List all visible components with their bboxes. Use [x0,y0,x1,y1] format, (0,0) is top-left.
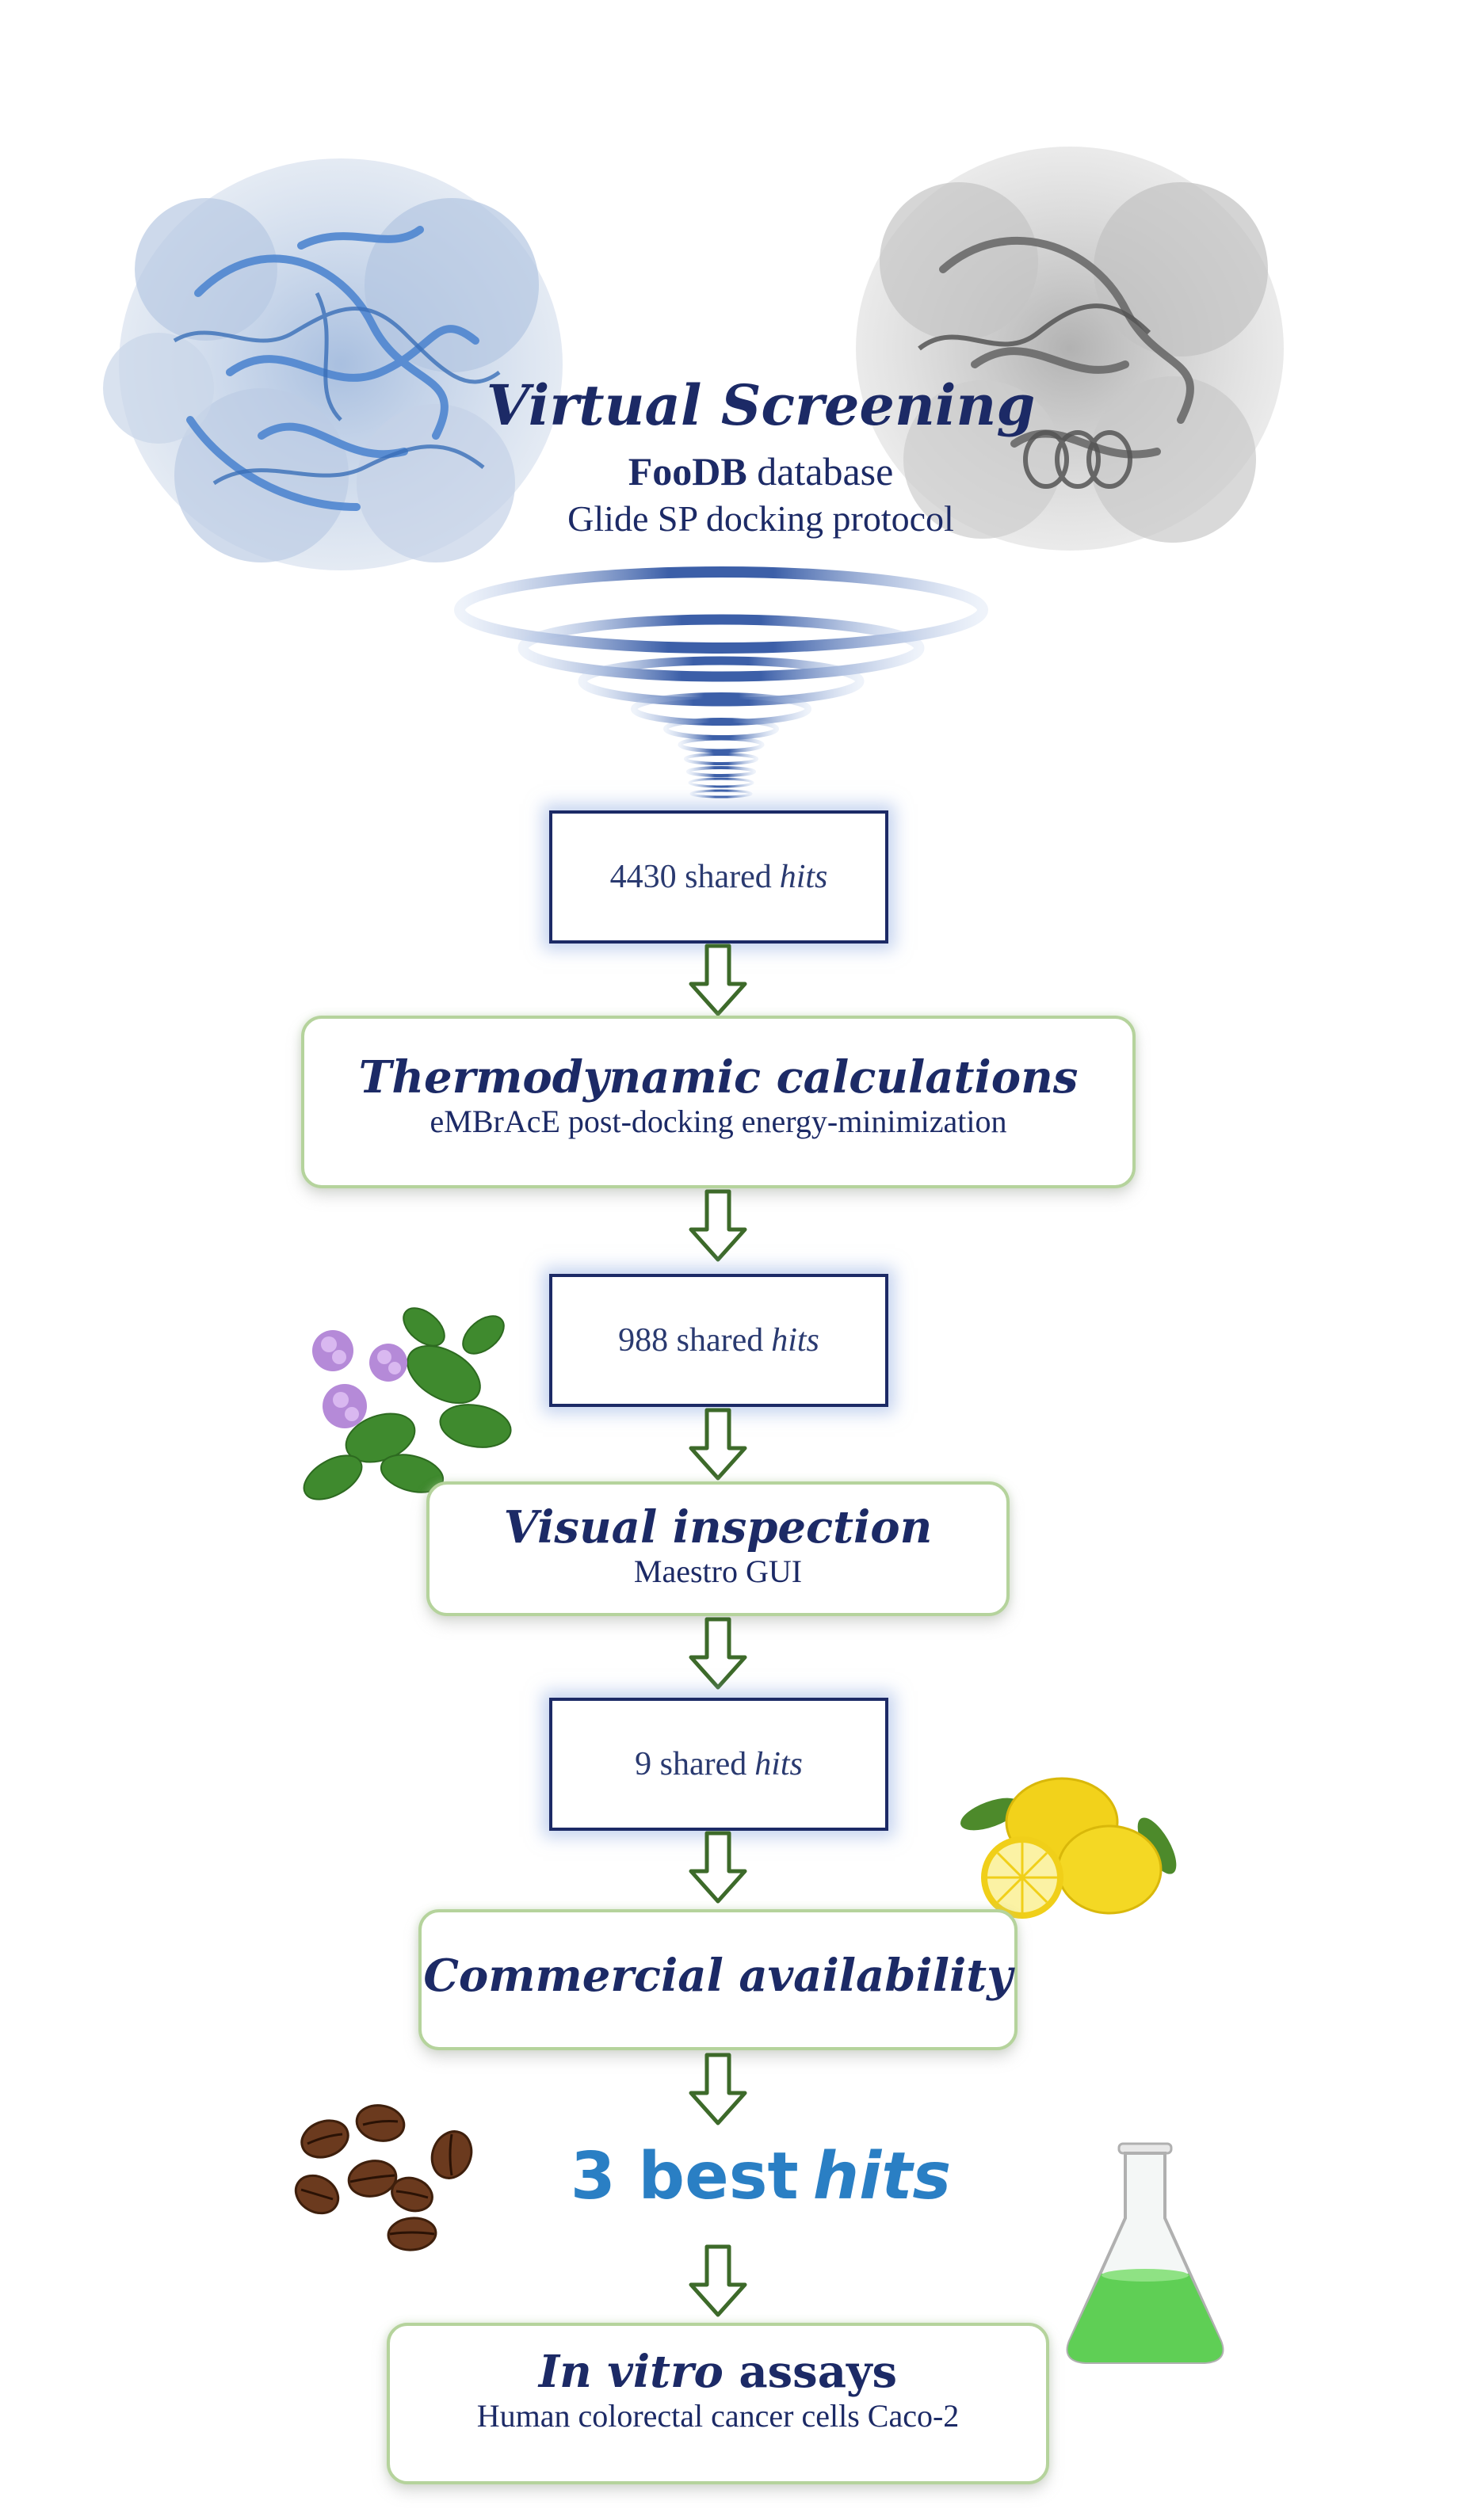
thermo-subtitle: eMBrAcE post-docking energy-minimization [430,1104,1007,1140]
commercial-title: Commercial availability [423,1950,1013,2002]
flask-icon [1066,2142,1224,2364]
down-arrow-icon [689,1831,747,1904]
down-arrow-icon [689,1617,747,1690]
invitro-title: In vitro assays [538,2346,898,2398]
invitro-subtitle: Human colorectal cancer cells Caco-2 [476,2398,960,2434]
down-arrow-icon [689,2053,747,2125]
step-commercial-availability: Commercial availability [418,1909,1018,2050]
down-arrow-icon [689,1408,747,1481]
mint-plant-icon [303,1307,512,1500]
visual-title: Visual inspection [503,1501,933,1554]
down-arrow-icon [689,2244,747,2317]
down-arrow-icon [689,1189,747,1262]
lemon-icon [960,1777,1177,1919]
protein-gray-structure-icon [856,147,1284,551]
step-thermodynamic: Thermodynamic calculations eMBrAcE post-… [301,1016,1136,1188]
database-label: FooDB database [628,449,894,494]
coffee-beans-icon [294,2104,473,2251]
step-visual-inspection: Visual inspection Maestro GUI [426,1481,1010,1616]
thermo-title: Thermodynamic calculations [358,1051,1079,1104]
funnel-icon [454,566,988,799]
screening-title: Virtual Screening [486,372,1036,438]
step-in-vitro-assays: In vitro assays Human colorectal cancer … [387,2323,1049,2484]
protein-blue-structure-icon [103,158,563,570]
down-arrow-icon [689,944,747,1016]
visual-subtitle: Maestro GUI [633,1554,803,1590]
protocol-label: Glide SP docking protocol [567,498,954,539]
